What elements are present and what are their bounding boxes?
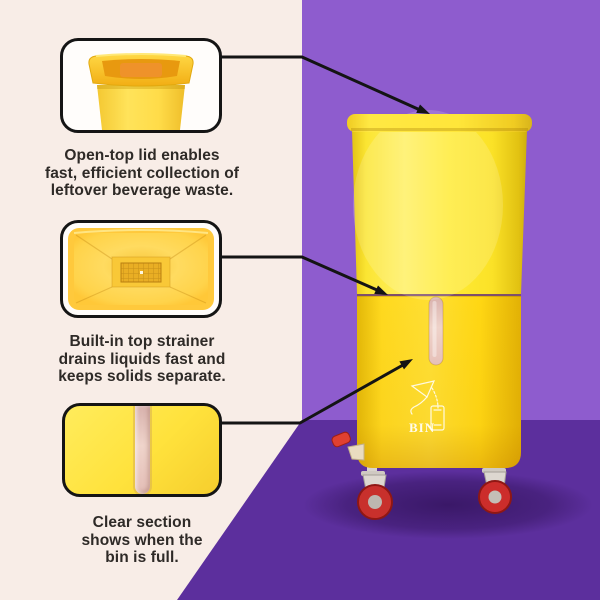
caption-line: Open-top lid enables <box>64 147 220 164</box>
caption-line: keeps solids separate. <box>58 368 226 385</box>
drain-spigot-icon <box>331 431 365 461</box>
clear-window <box>428 296 444 366</box>
bin-upper-section <box>347 110 532 300</box>
arrow-clear-section <box>220 359 413 425</box>
svg-text:BIN: BIN <box>409 420 435 435</box>
clear-window-photo <box>135 406 150 494</box>
top-strainer-photo <box>68 228 214 310</box>
caption-open-top-lid: Open-top lid enables fast, efficient col… <box>22 147 262 200</box>
caption-line: Built-in top strainer <box>69 333 215 350</box>
bin-shadow <box>303 471 593 539</box>
arrow-open-top-lid <box>220 55 430 114</box>
caption-line: leftover beverage waste. <box>50 182 234 199</box>
caption-line: Clear section <box>92 514 192 531</box>
caption-line: drains liquids fast and <box>58 350 226 368</box>
bin-lid <box>347 114 532 132</box>
open-top-lid-photo <box>88 53 194 130</box>
callout-card-top-strainer <box>60 220 222 318</box>
callout-card-clear-section <box>62 403 222 497</box>
caster-wheel-right <box>478 461 512 514</box>
arrow-top-strainer <box>220 255 388 295</box>
caption-clear-section: Clear section shows when the bin is full… <box>22 514 262 567</box>
caption-line: bin is full. <box>105 549 179 566</box>
bin-logo: BIN <box>409 380 445 435</box>
caster-wheel-left <box>357 464 393 520</box>
bin-lower-section <box>357 296 521 468</box>
caption-line: fast, efficient collection of <box>44 164 240 182</box>
caption-line: shows when the <box>81 531 203 549</box>
caption-top-strainer: Built-in top strainer drains liquids fas… <box>22 333 262 386</box>
callout-arrows <box>220 55 430 425</box>
callout-card-open-top-lid <box>60 38 222 133</box>
section-seam <box>357 294 521 297</box>
